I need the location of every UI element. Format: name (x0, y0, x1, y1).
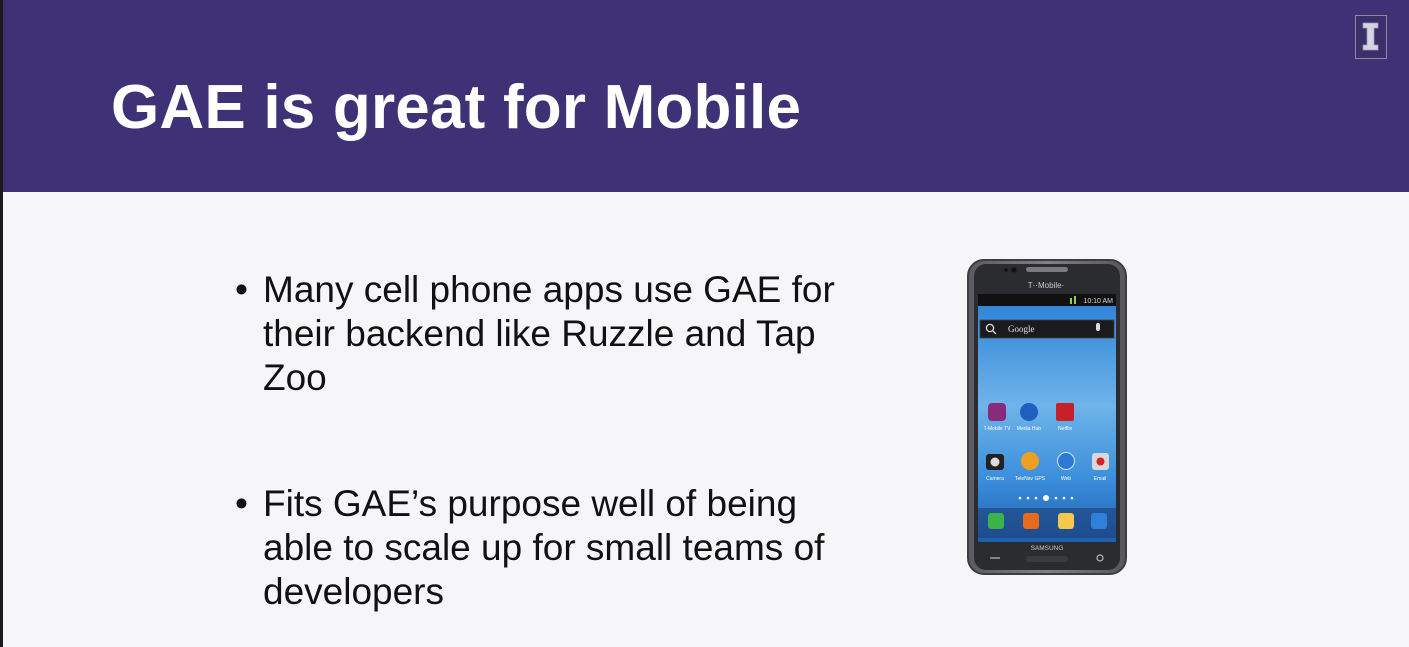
bullet-marker: • (235, 483, 248, 524)
app-label: Camera (986, 476, 1004, 482)
app-label: T-Mobile TV (984, 426, 1012, 432)
phone-status-time: 10:10 AM (1083, 298, 1113, 305)
phone-brand-label: SAMSUNG (1031, 545, 1064, 552)
app-label: Web (1061, 476, 1071, 482)
bullet-item: • Fits GAE’s purpose well of being able … (232, 482, 872, 614)
phone-search-label: Google (1008, 324, 1035, 334)
app-label: Netflix (1058, 426, 1072, 432)
bullet-marker: • (235, 269, 248, 310)
app-label: Email (1094, 476, 1107, 482)
bullet-item: • Many cell phone apps use GAE for their… (232, 268, 872, 400)
slide-title: GAE is great for Mobile (111, 73, 802, 142)
bullet-list: • Many cell phone apps use GAE for their… (232, 268, 872, 614)
university-block-i-icon (1355, 15, 1387, 59)
phone-carrier-label: T··Mobile· (1028, 281, 1064, 290)
app-label: TeleNav GPS (1015, 476, 1046, 482)
phone-image: T··Mobile· 10:10 AM Google T-Mobile TV M… (966, 258, 1130, 583)
bullet-text: Many cell phone apps use GAE for their b… (263, 269, 835, 398)
slide-header: GAE is great for Mobile (3, 0, 1409, 192)
bullet-text: Fits GAE’s purpose well of being able to… (263, 483, 825, 612)
left-edge-border (0, 0, 3, 647)
app-label: Media Hub (1017, 426, 1041, 432)
